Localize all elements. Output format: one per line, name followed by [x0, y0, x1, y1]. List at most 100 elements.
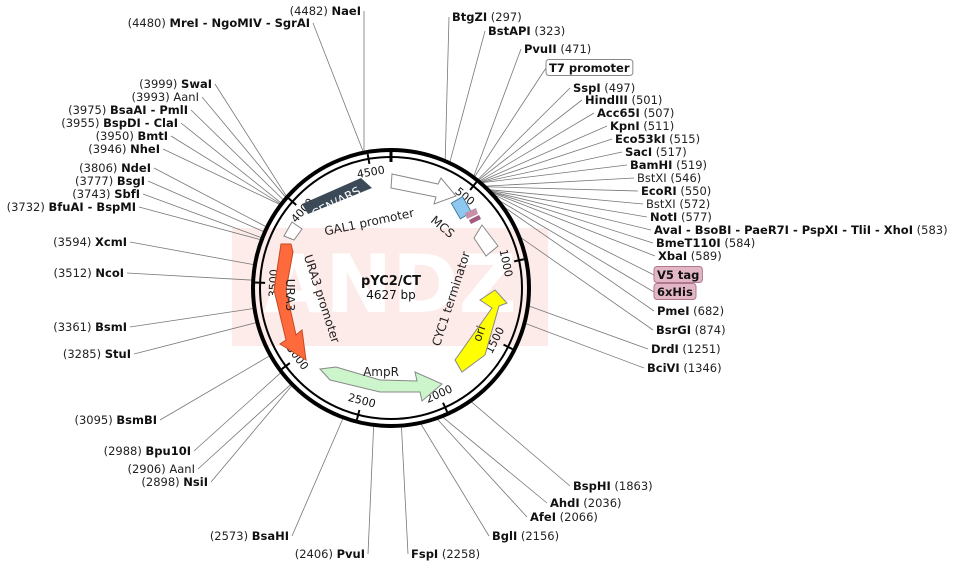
restriction-site-label[interactable]: BmeT110I (584)	[656, 236, 755, 250]
restriction-site-label[interactable]: (2573) BsaHI	[210, 529, 289, 543]
feature-ura3-promoter[interactable]	[283, 221, 303, 241]
svg-text:(2406) PvuI: (2406) PvuI	[295, 547, 365, 561]
leader-line	[129, 308, 255, 328]
restriction-site-label[interactable]: SacI (517)	[625, 145, 687, 159]
restriction-site-label[interactable]: (2988) Bpu10I	[104, 444, 191, 458]
ring-tick-mark	[513, 258, 525, 263]
restriction-site-label[interactable]: BstXI (572)	[646, 197, 710, 211]
ring-tick-mark	[366, 153, 371, 165]
feature-v5-tag[interactable]	[465, 208, 478, 219]
svg-text:BmeT110I (584): BmeT110I (584)	[656, 236, 755, 250]
leader-line	[491, 192, 655, 276]
feature-tag-label[interactable]: T7 promoter	[545, 59, 634, 76]
feature-ura3[interactable]	[273, 243, 307, 361]
restriction-site-label[interactable]: BamHI (519)	[630, 158, 707, 172]
feature-cyc1-terminator[interactable]	[473, 224, 499, 257]
restriction-site-label[interactable]: EcoRI (550)	[641, 184, 711, 198]
restriction-site-label[interactable]: Eco53kI (515)	[615, 132, 700, 146]
restriction-site-label[interactable]: DrdI (1251)	[651, 342, 721, 356]
restriction-site-label[interactable]: BstAPI (323)	[488, 24, 565, 38]
restriction-site-label[interactable]: KpnI (511)	[610, 119, 674, 133]
restriction-site-label[interactable]: (3993) AanI	[131, 90, 199, 104]
restriction-site-label[interactable]: (3806) NdeI	[79, 161, 151, 175]
restriction-site-label[interactable]: (4480) MreI - NgoMIV - SgrAI	[128, 16, 310, 30]
restriction-site-label[interactable]: (3512) NcoI	[53, 266, 124, 280]
restriction-site-label[interactable]: (3361) BsmI	[53, 320, 127, 334]
restriction-site-label[interactable]: BglI (2156)	[492, 529, 559, 543]
svg-text:(3999) SwaI: (3999) SwaI	[139, 77, 212, 91]
leader-line	[138, 206, 262, 241]
feature-tag-box	[653, 283, 697, 300]
restriction-site-label[interactable]: XbaI (589)	[658, 249, 722, 263]
restriction-site-label[interactable]: (3285) StuI	[63, 347, 131, 361]
leader-line	[147, 180, 265, 233]
site-position: (517)	[656, 145, 687, 159]
restriction-site-label[interactable]: (4482) NaeI	[290, 4, 361, 18]
restriction-site-label[interactable]: PmeI (682)	[657, 304, 724, 318]
restriction-site-label[interactable]: (2406) PvuI	[295, 547, 365, 561]
feature-tag-label[interactable]: V5 tag	[653, 266, 703, 283]
site-position: (4480)	[128, 16, 166, 30]
restriction-site-label[interactable]: (3743) SbfI	[72, 187, 140, 201]
restriction-site-label[interactable]: BspHI (1863)	[573, 479, 653, 493]
plasmid-name: pYC2/CT	[361, 274, 421, 289]
site-name: BsrGI	[656, 323, 691, 337]
restriction-site-label[interactable]: (3975) BsaAI - PmlI	[68, 103, 188, 117]
feature-tag-label[interactable]: 6xHis	[653, 283, 697, 300]
svg-text:XbaI (589): XbaI (589)	[658, 249, 722, 263]
svg-text:(3975) BsaAI - PmlI: (3975) BsaAI - PmlI	[68, 103, 188, 117]
svg-text:(4482) NaeI: (4482) NaeI	[290, 4, 361, 18]
restriction-site-label[interactable]: (3594) XcmI	[53, 235, 127, 249]
svg-text:6xHis: 6xHis	[657, 285, 693, 299]
restriction-site-label[interactable]: NotI (577)	[650, 210, 712, 224]
svg-text:(3361) BsmI: (3361) BsmI	[53, 320, 127, 334]
site-position: (3777)	[75, 174, 113, 188]
restriction-site-label[interactable]: SspI (497)	[573, 81, 635, 95]
restriction-site-label[interactable]: (3777) BsgI	[75, 174, 145, 188]
restriction-site-label[interactable]: BtgZI (297)	[452, 10, 522, 24]
feature-ori[interactable]	[454, 289, 508, 373]
feature-ampr[interactable]	[318, 366, 443, 402]
restriction-site-label[interactable]: BsrGI (874)	[656, 323, 726, 337]
restriction-site-label[interactable]: (3095) BsmBI	[74, 413, 157, 427]
svg-text:SspI (497): SspI (497)	[573, 81, 635, 95]
leader-line	[180, 122, 283, 204]
svg-text:(3950) BmtI: (3950) BmtI	[96, 129, 168, 143]
svg-text:PvuII (471): PvuII (471)	[524, 42, 591, 56]
restriction-site-label[interactable]: (3946) NheI	[88, 142, 160, 156]
restriction-site-label[interactable]: BciVI (1346)	[647, 361, 722, 375]
restriction-site-label[interactable]: (3732) BfuAI - BspMI	[7, 200, 136, 214]
site-name: PmeI	[657, 304, 690, 318]
site-name: AanI	[169, 462, 195, 476]
site-name: FspI	[411, 547, 438, 561]
site-position: (511)	[643, 119, 674, 133]
site-position: (507)	[643, 106, 674, 120]
restriction-site-label[interactable]: AvaI - BsoBI - PaeR7I - PspXI - TliI - X…	[654, 223, 948, 237]
svg-text:EcoRI (550): EcoRI (550)	[641, 184, 711, 198]
leader-line	[210, 384, 293, 483]
site-name: AanI	[173, 90, 199, 104]
feature-cen-ars[interactable]	[302, 178, 372, 214]
restriction-site-label[interactable]: (3950) BmtI	[96, 129, 168, 143]
svg-text:ANDZ: ANDZ	[263, 238, 516, 331]
site-name: PvuII	[524, 42, 557, 56]
svg-text:(2573) BsaHI: (2573) BsaHI	[210, 529, 289, 543]
leader-line	[449, 30, 486, 164]
restriction-site-label[interactable]: Acc65I (507)	[597, 106, 674, 120]
restriction-site-label[interactable]: BstXI (546)	[637, 171, 701, 185]
restriction-site-label[interactable]: (2898) NsiI	[141, 475, 208, 489]
feature-6xhis[interactable]	[469, 215, 481, 224]
feature-gal1-promoter[interactable]	[390, 173, 457, 205]
restriction-site-label[interactable]: (3955) BspDI - ClaI	[61, 116, 178, 130]
leader-line	[472, 48, 522, 178]
restriction-site-label[interactable]: AhdI (2036)	[550, 496, 622, 510]
restriction-site-label[interactable]: HindIII (501)	[585, 93, 662, 107]
restriction-site-label[interactable]: (3999) SwaI	[139, 77, 212, 91]
svg-text:BsrGI (874): BsrGI (874)	[656, 323, 726, 337]
restriction-site-label[interactable]: (2906) AanI	[127, 462, 195, 476]
restriction-site-label[interactable]: PvuII (471)	[524, 42, 591, 56]
site-name: SbfI	[114, 187, 140, 201]
restriction-site-label[interactable]: FspI (2258)	[411, 547, 480, 561]
restriction-site-label[interactable]: AfeI (2066)	[530, 510, 598, 524]
leader-line	[126, 272, 254, 281]
